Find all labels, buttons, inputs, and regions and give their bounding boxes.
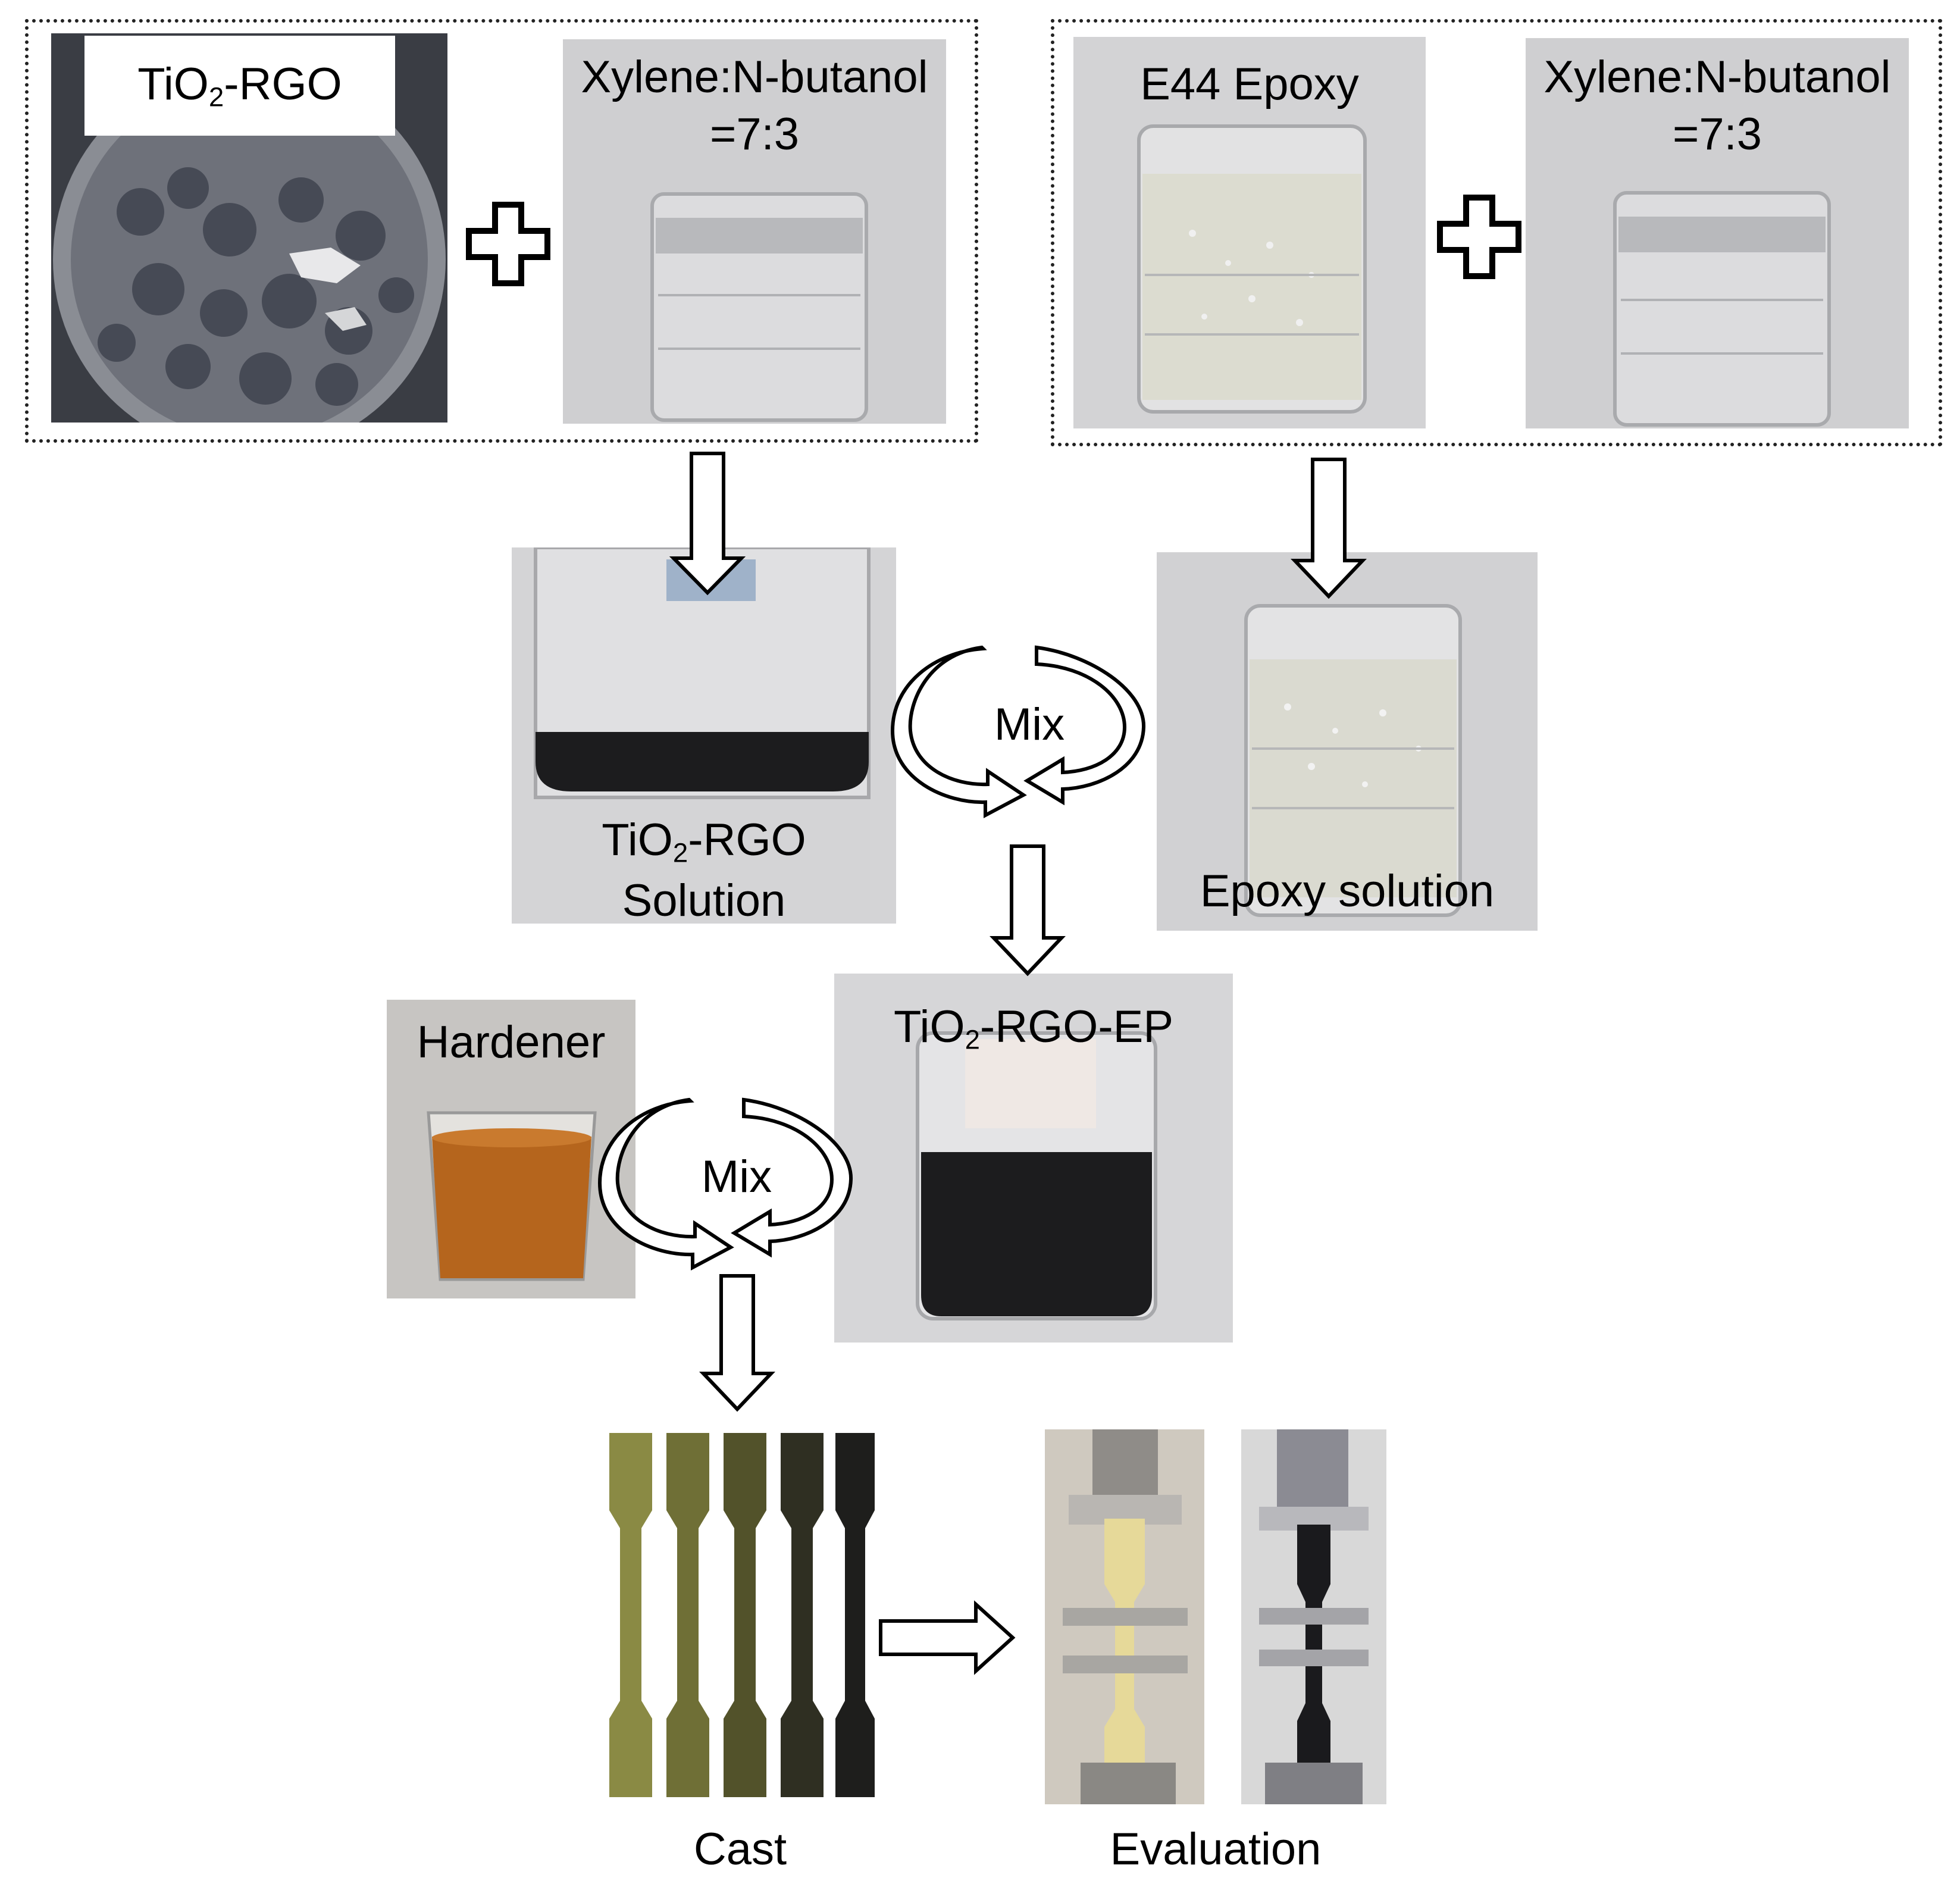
solvent-label-line1: Xylene:N-butanol bbox=[1543, 52, 1891, 102]
e44-epoxy-beaker-photo bbox=[1073, 37, 1426, 428]
evaluation-photo-dark bbox=[1241, 1429, 1386, 1804]
e44-epoxy-label: E44 Epoxy bbox=[1140, 59, 1359, 109]
down-arrow bbox=[699, 1274, 775, 1412]
evaluation-label: Evaluation bbox=[1110, 1824, 1322, 1875]
mix-label: Mix bbox=[701, 1151, 772, 1202]
mix-swirl-icon bbox=[597, 1097, 853, 1270]
plus-icon bbox=[465, 201, 551, 287]
down-arrow bbox=[990, 844, 1066, 977]
solvent-label-line2: =7:3 bbox=[1672, 109, 1762, 159]
tio2-rgo-solution-label-line2: Solution bbox=[622, 875, 786, 926]
evaluation-photo-light bbox=[1045, 1429, 1204, 1804]
right-arrow bbox=[879, 1600, 1016, 1675]
powder-label-box bbox=[84, 36, 395, 136]
plus-icon bbox=[1436, 194, 1522, 280]
tio2-rgo-ep-photo bbox=[834, 974, 1233, 1343]
right-group-box bbox=[1051, 19, 1942, 446]
hardener-photo bbox=[387, 1000, 635, 1298]
epoxy-solution-photo bbox=[1157, 552, 1538, 931]
down-arrow bbox=[669, 452, 746, 596]
mix-label: Mix bbox=[994, 699, 1065, 750]
epoxy-solution-label: Epoxy solution bbox=[1200, 866, 1495, 916]
tio2-rgo-powder-photo bbox=[51, 33, 447, 423]
tio2-rgo-solution-label-line1: TiO2-RGO bbox=[602, 815, 806, 868]
solvent-label-line1: Xylene:N-butanol bbox=[581, 52, 928, 102]
solvent-beaker-photo bbox=[563, 39, 946, 424]
hardener-label: Hardener bbox=[417, 1017, 606, 1068]
mix-swirl-icon bbox=[890, 645, 1146, 818]
left-group-box bbox=[25, 19, 978, 443]
cast-label: Cast bbox=[693, 1824, 787, 1875]
solvent-beaker-photo bbox=[1526, 38, 1909, 428]
down-arrow bbox=[1291, 458, 1367, 599]
tio2-rgo-ep-label: TiO2-RGO-EP bbox=[893, 1002, 1174, 1055]
cast-specimens-photo bbox=[601, 1427, 879, 1803]
tio2-rgo-powder-label: TiO2-RGO bbox=[137, 59, 342, 112]
solvent-label-line2: =7:3 bbox=[709, 109, 800, 159]
